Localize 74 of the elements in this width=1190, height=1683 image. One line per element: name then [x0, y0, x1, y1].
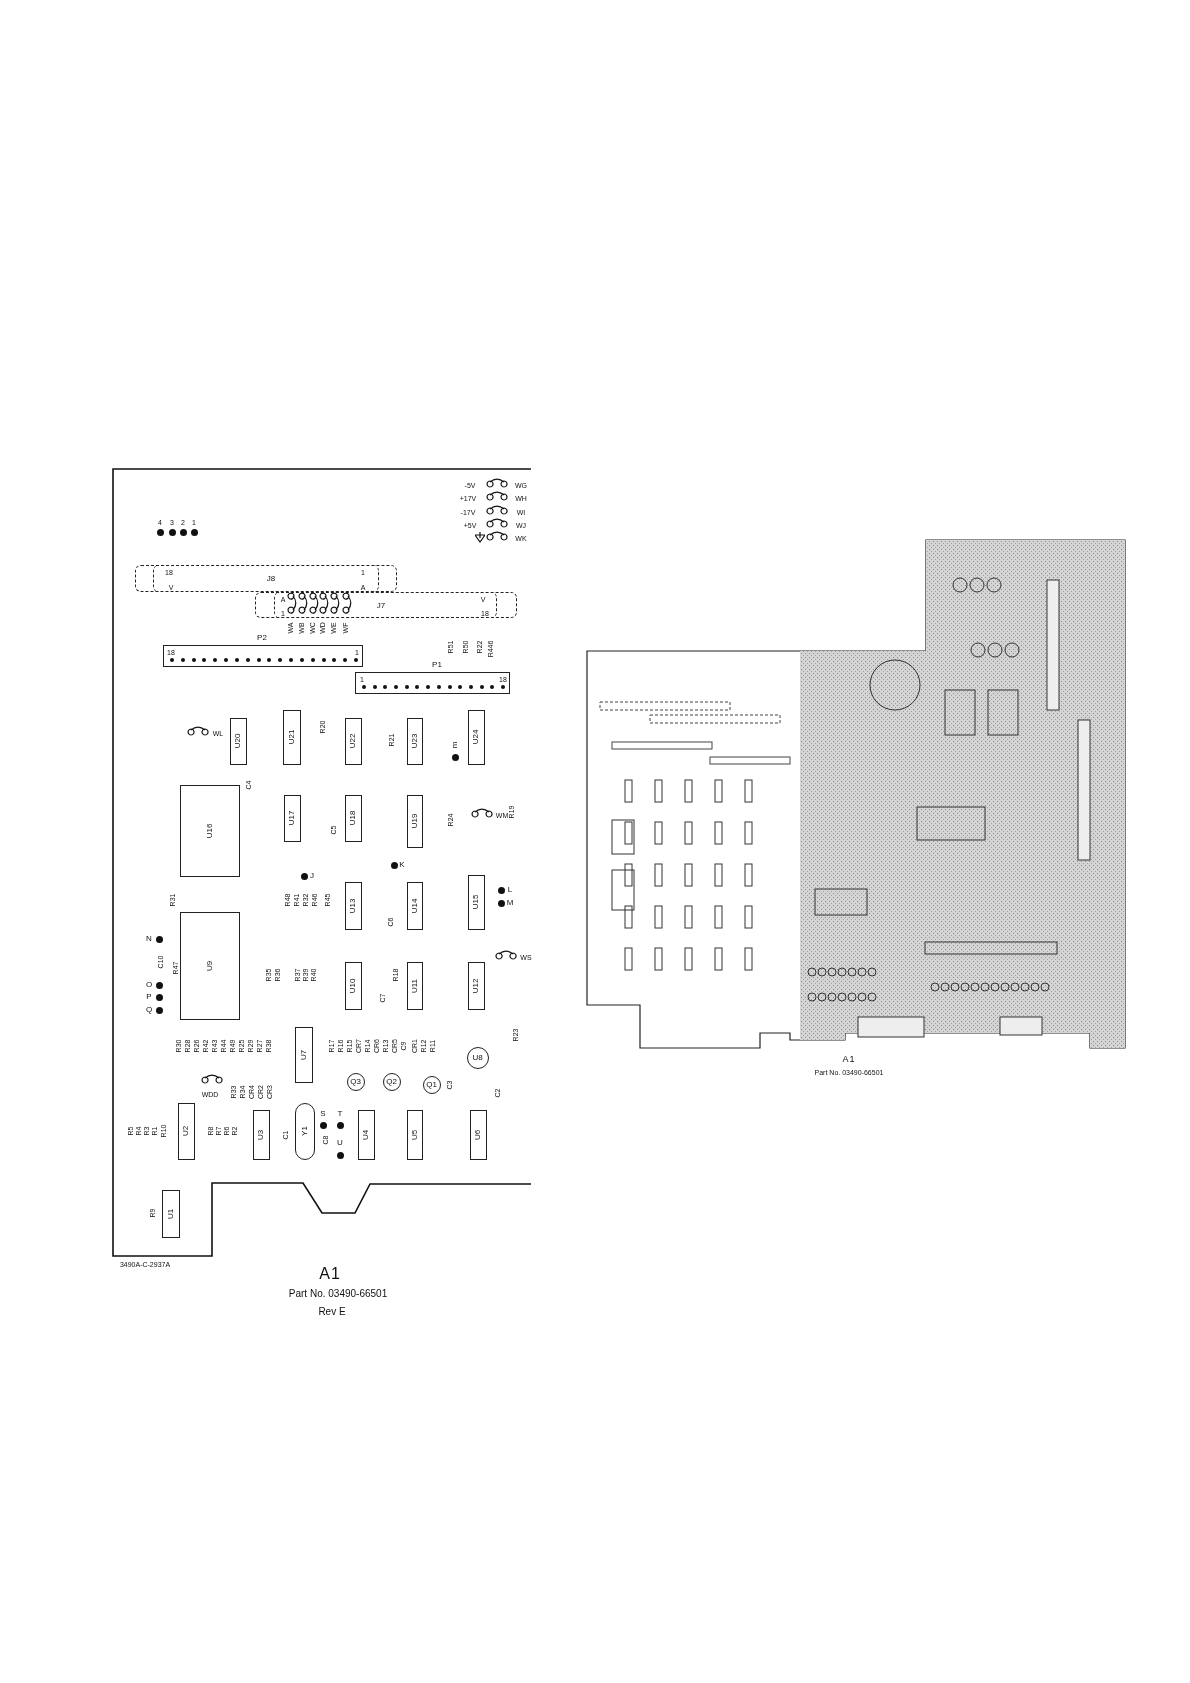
- ic-package: [407, 718, 423, 765]
- ic-package: [407, 1110, 423, 1160]
- test-point-label: T: [337, 1110, 343, 1118]
- ic-package: [253, 1110, 270, 1160]
- ic-package: [180, 912, 240, 1020]
- connector-outline: [135, 565, 397, 592]
- test-point-label: O: [145, 981, 153, 989]
- component-label: Q2: [386, 1077, 397, 1086]
- connector-outline: [255, 592, 517, 618]
- pin-header: [163, 645, 363, 667]
- component-label: U19: [410, 813, 419, 829]
- ic-package: [468, 962, 485, 1010]
- ic-package: [358, 1110, 375, 1160]
- ic-package: [295, 1027, 313, 1083]
- component-label: U12: [472, 978, 481, 994]
- ic-package: [284, 795, 301, 842]
- connector-label: P1: [432, 661, 442, 669]
- test-point-label: M: [506, 899, 514, 907]
- ic-package: [345, 718, 362, 765]
- test-point-label: N: [146, 935, 152, 943]
- component-label: U15: [472, 894, 481, 910]
- component-label: U20: [234, 733, 243, 749]
- ic-package: [230, 718, 247, 765]
- component-label: U4: [362, 1129, 371, 1140]
- component-label: U17: [288, 810, 297, 826]
- connector-label: P2: [257, 634, 267, 642]
- ic-package: [283, 710, 301, 765]
- component-label: U2: [182, 1126, 191, 1137]
- test-point-label: m: [451, 741, 459, 749]
- component-label: U14: [410, 898, 419, 914]
- component-label: J7: [376, 602, 386, 610]
- test-point-label: J: [310, 872, 314, 880]
- part-number-text: Rev E: [318, 1307, 346, 1317]
- ic-package: [162, 1190, 180, 1238]
- component-label: U5: [410, 1129, 419, 1140]
- component-label: U9: [205, 960, 214, 971]
- component-label: U24: [472, 729, 481, 745]
- component-label: Y1: [300, 1126, 309, 1137]
- assembly-title: A1: [842, 1054, 856, 1064]
- component-label: U13: [349, 898, 358, 914]
- ic-package: [180, 785, 240, 877]
- test-point-label: Q: [145, 1006, 153, 1014]
- component-label: U7: [299, 1049, 308, 1060]
- component-label: U6: [474, 1129, 483, 1140]
- test-point-label: K: [399, 861, 405, 869]
- component-label: U1: [166, 1208, 175, 1219]
- ic-package: [407, 882, 423, 930]
- component-label: Q1: [426, 1080, 437, 1089]
- ic-package: [407, 795, 423, 848]
- ic-package: [407, 962, 423, 1010]
- part-number-text: Part No. 03490-66501: [288, 1289, 388, 1299]
- component-label: U16: [205, 823, 214, 839]
- component-label: J8: [266, 575, 276, 583]
- component-label: U21: [287, 729, 296, 745]
- pin-header: [355, 672, 510, 694]
- component-label: U3: [257, 1129, 266, 1140]
- ic-package: [468, 710, 485, 765]
- ic-package: [345, 795, 362, 842]
- ic-package: [345, 882, 362, 930]
- component-label: U22: [349, 733, 358, 749]
- component-label: U8: [472, 1053, 483, 1062]
- ic-package: [178, 1103, 195, 1160]
- ic-package: [468, 875, 485, 930]
- test-point-label: L: [507, 886, 513, 894]
- component-label: U11: [410, 978, 419, 993]
- test-point-label: P: [146, 993, 152, 1001]
- component-label: U18: [349, 810, 358, 826]
- assembly-title: A1: [319, 1266, 341, 1282]
- ic-package: [345, 962, 362, 1010]
- ic-package: [470, 1110, 487, 1160]
- component-label: Q3: [350, 1077, 361, 1086]
- test-point-label: U: [337, 1139, 343, 1147]
- component-label: U10: [349, 978, 358, 994]
- component-label: U23: [410, 733, 419, 749]
